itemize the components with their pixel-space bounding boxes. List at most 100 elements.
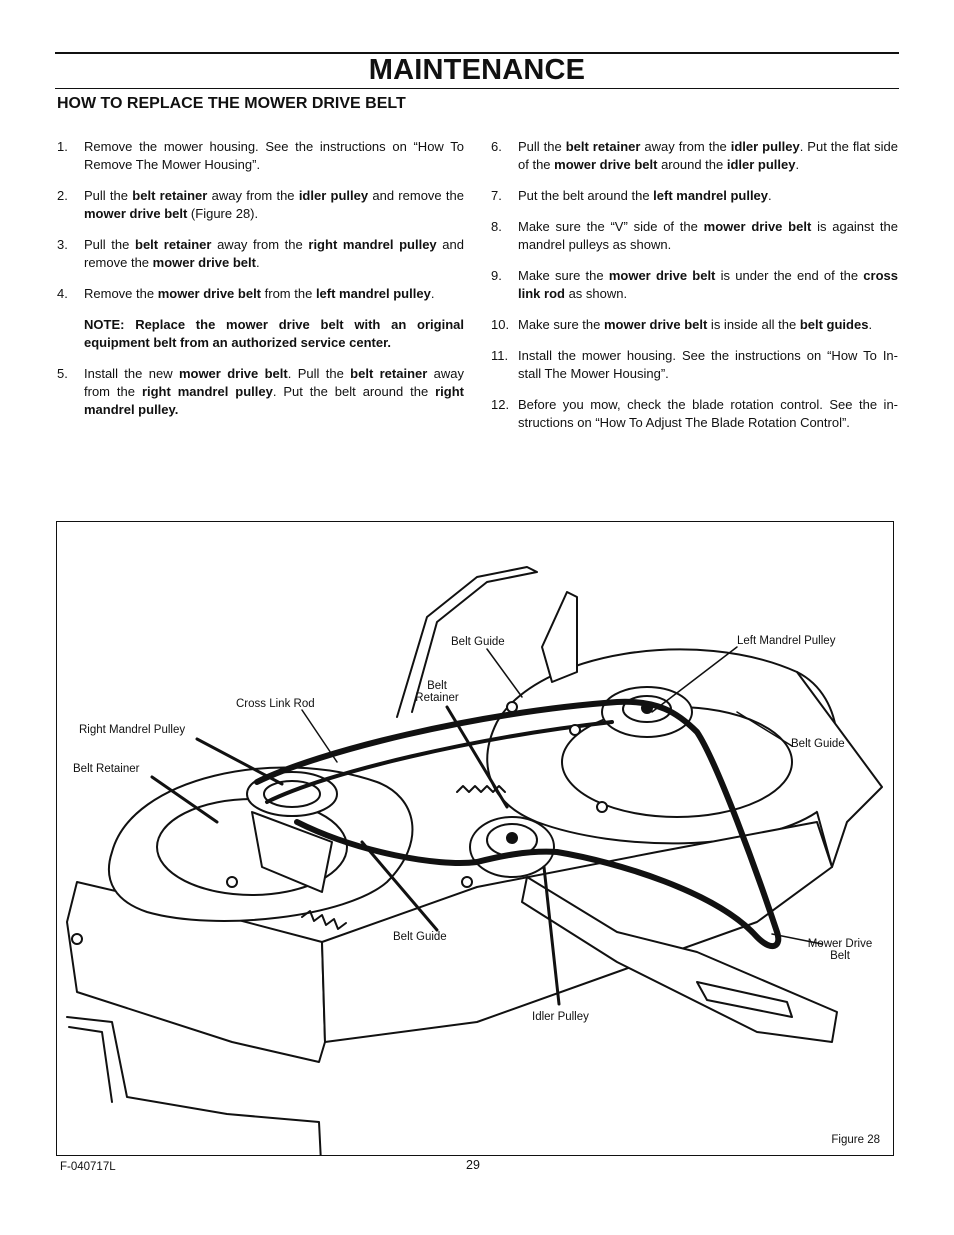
step-text: Remove the mower housing. See the instru…: [84, 138, 464, 174]
bolt: [461, 876, 473, 888]
step-4: 4. Remove the mower drive belt from the l…: [57, 285, 464, 303]
deck-right-edge: [796, 671, 883, 868]
bold-term: cross link rod: [518, 268, 898, 301]
deck-front-lip: [66, 1016, 322, 1155]
bold-term: idler pulley: [298, 188, 369, 203]
step-8: 8. Make sure the “V” side of the mower dr…: [491, 218, 898, 254]
text-run: around the: [657, 157, 727, 172]
leader-belt-retainer-left: [150, 775, 219, 824]
mandrel-bracket: [541, 591, 578, 683]
text-run: away from the: [211, 237, 309, 252]
step-number: 8.: [491, 219, 502, 234]
leader-belt-guide-right: [736, 711, 793, 747]
step-number: 12.: [491, 397, 510, 412]
bold-term: left mandrel pulley: [653, 188, 769, 203]
top-rule: [55, 52, 899, 54]
text-run: Install the new: [84, 366, 179, 381]
step-text: Make sure the mower drive belt is inside…: [518, 316, 898, 334]
bold-term: belt retainer: [132, 188, 208, 203]
figure-caption: Figure 28: [831, 1134, 880, 1146]
bold-term: mower drive belt: [178, 366, 288, 381]
page-title: MAINTENANCE: [368, 54, 586, 86]
text-run: Pull the: [518, 139, 566, 154]
cross-link-rod: [396, 566, 538, 718]
text-run: Remove the mower housing. See the instru…: [84, 139, 464, 172]
step-number: 3.: [57, 237, 68, 252]
step-text: Pull the belt retainer away from the idl…: [84, 187, 464, 223]
step-number: 6.: [491, 139, 502, 154]
text-run: .: [868, 317, 873, 332]
bold-term: idler pulley: [726, 157, 796, 172]
step-10: 10.Make sure the mower drive belt is ins…: [491, 316, 898, 334]
step-7: 7.Put the belt around the left mandrel p…: [491, 187, 898, 205]
text-run: from the: [261, 286, 316, 301]
text-run: Install the mower housing. See the instr…: [518, 348, 898, 381]
leader-belt-guide-top: [486, 648, 523, 698]
text-run: is under the end of the: [715, 268, 864, 283]
step-11: 11.Install the mower housing. See the in…: [491, 347, 898, 383]
front-spring: [301, 910, 347, 930]
step-text: Pull the belt retainer away from the idl…: [518, 138, 898, 174]
note-text: NOTE: Replace the mower drive belt with …: [84, 317, 464, 350]
leader-mower-drive-belt: [771, 933, 823, 945]
label-right-mandrel-pulley: Right Mandrel Pulley: [79, 724, 186, 736]
bold-term: right mandrel pulley: [141, 384, 273, 399]
step-2: 2.Pull the belt retainer away from the i…: [57, 187, 464, 223]
mower-deck-illustration: [66, 566, 883, 1155]
text-run: and remove the: [84, 237, 464, 270]
step-text: Remove the mower drive belt from the lef…: [84, 285, 464, 303]
text-run: away from the: [84, 366, 465, 399]
label-mower-drive-belt: Mower Drive Belt: [807, 938, 873, 962]
bolt: [226, 876, 238, 888]
text-run: away from the: [640, 139, 731, 154]
text-run: .: [768, 188, 772, 203]
step-text: Install the new mower drive belt. Pull t…: [84, 365, 464, 419]
step-9: 9. Make sure the mower drive belt is unde…: [491, 267, 898, 303]
bold-term: mower drive belt: [703, 219, 812, 234]
bold-term: mower drive belt: [604, 317, 708, 332]
step-number: 9.: [491, 268, 502, 283]
label-belt-guide-top: Belt Guide: [451, 636, 505, 648]
text-run: Pull the: [84, 188, 133, 203]
drive-belt: [254, 698, 782, 949]
leader-belt-retainer-center: [445, 705, 509, 809]
step-text: Before you mow, check the blade rotation…: [518, 396, 898, 432]
instructions-right-column: 6. Pull the belt retainer away from the i…: [491, 138, 898, 445]
bold-term: mower drive belt: [608, 268, 716, 283]
bold-term: belt retainer: [350, 366, 428, 381]
step-text: Pull the belt retainer away from the rig…: [84, 236, 464, 272]
label-belt-retainer-left: Belt Retainer: [73, 763, 140, 775]
document-code: F-040717L: [60, 1161, 116, 1173]
text-run: .: [255, 255, 260, 270]
section-heading: HOW TO REPLACE THE MOWER DRIVE BELT: [57, 95, 406, 112]
title-rule: [55, 88, 899, 89]
text-run: Make sure the “V” side of the: [518, 219, 704, 234]
idler-arm: [521, 876, 838, 1043]
text-run: Pull the: [84, 237, 136, 252]
step-text: Make sure the mower drive belt is under …: [518, 267, 898, 303]
figure-28-frame: Belt Guide Left Mandrel Pulley Belt Reta…: [56, 521, 894, 1156]
step-3: 3. Pull the belt retainer away from the r…: [57, 236, 464, 272]
bold-term: idler pulley: [730, 139, 800, 154]
bold-term: mower drive belt: [157, 286, 262, 301]
step-number: 4.: [57, 286, 68, 301]
bolt: [71, 933, 83, 945]
label-idler-pulley: Idler Pulley: [532, 1011, 589, 1023]
label-belt-retainer-center: Belt Retainer: [415, 680, 459, 704]
bold-term: right mandrel pulley.: [84, 384, 464, 417]
step-5: 5.Install the new mower drive belt. Pull…: [57, 365, 464, 419]
idler-pulley-outer: [469, 816, 555, 878]
idler-arm-slot: [696, 981, 793, 1018]
label-belt-guide-right: Belt Guide: [791, 738, 845, 750]
page-number: 29: [466, 1158, 480, 1172]
step-text: Install the mower housing. See the instr…: [518, 347, 898, 383]
bold-term: left mandrel pulley: [315, 286, 431, 301]
label-cross-link-rod: Cross Link Rod: [236, 698, 315, 710]
bold-term: belt retainer: [135, 237, 212, 252]
text-run: (Figure 28).: [187, 206, 259, 221]
bolt: [506, 701, 518, 713]
instructions-left-column: 1.Remove the mower housing. See the inst…: [57, 138, 464, 432]
deck-front-lip-inner: [68, 1026, 113, 1103]
label-left-mandrel-pulley: Left Mandrel Pulley: [737, 635, 836, 647]
text-run: is against the mandrel pulleys as shown.: [518, 219, 898, 252]
